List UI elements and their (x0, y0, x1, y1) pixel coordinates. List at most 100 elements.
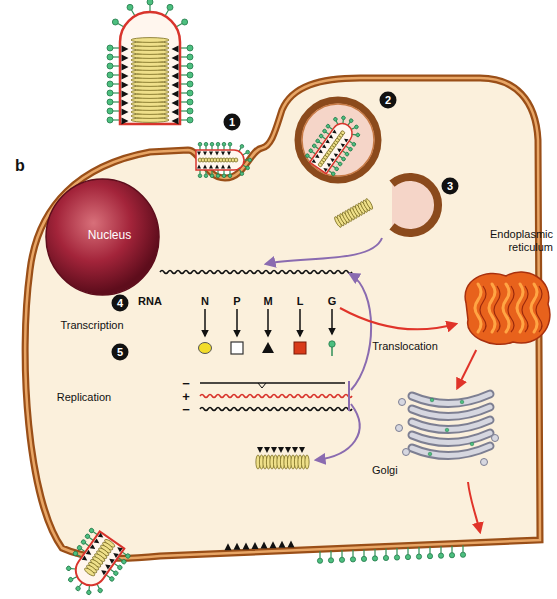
matrix-protein (326, 162, 332, 168)
matrix-protein (122, 82, 129, 89)
matrix-protein (271, 447, 277, 453)
nucleocapsid-coil (340, 130, 345, 135)
golgi-vesicle (481, 459, 488, 466)
callout-number: 3 (442, 178, 459, 195)
glycoprotein-head (361, 556, 366, 561)
matrix-protein (209, 165, 213, 169)
transcription-arrow (299, 309, 301, 336)
matrix-protein (243, 542, 250, 549)
er-fold-shade (480, 286, 486, 332)
matrix-protein (122, 73, 129, 80)
matrix-protein (234, 543, 241, 550)
glycoprotein-head (107, 63, 113, 69)
glycoprotein-head (187, 90, 193, 96)
matrix-protein (325, 139, 331, 145)
step-label: Transcription (60, 319, 123, 331)
glycoprotein-dot (430, 398, 434, 402)
glycoprotein-head (334, 166, 339, 171)
nucleocapsid-coil (131, 38, 169, 43)
glycoprotein-stem (407, 548, 408, 555)
glycoprotein-head (117, 564, 123, 570)
glycoprotein-head (187, 108, 193, 114)
nucleus-outline (46, 179, 159, 295)
glycoprotein-head (107, 90, 113, 96)
nucleocapsid-coil (234, 158, 238, 162)
glycoprotein-stem (341, 550, 342, 557)
glycoprotein-head (240, 172, 244, 176)
glycoprotein-stem (385, 548, 386, 555)
endosome (298, 100, 378, 180)
viral-envelope (120, 12, 180, 124)
glycoprotein-head (68, 577, 74, 583)
er-fold-shade (508, 286, 514, 332)
g-protein-stem (331, 347, 333, 356)
glycoprotein-head (204, 142, 208, 146)
matrix-protein (318, 149, 324, 155)
glycoprotein-head (344, 152, 349, 157)
glycoprotein-dot (445, 428, 449, 432)
matrix-protein (288, 540, 295, 547)
matrix-protein (261, 542, 268, 549)
matrix-protein (264, 447, 270, 453)
matrix-protein (270, 541, 277, 548)
glycoprotein-head (319, 133, 324, 138)
matrix-protein (122, 55, 129, 62)
glycoprotein-head (416, 554, 421, 559)
nucleocapsid-coil (365, 198, 374, 210)
golgi-cisterna-outline (412, 420, 490, 430)
glycoprotein-head (216, 174, 220, 178)
glycoprotein-stem (440, 546, 441, 553)
glycoprotein-stem (462, 545, 463, 552)
matrix-protein (122, 109, 129, 116)
glycoprotein-head (167, 4, 173, 10)
matrix-protein (197, 165, 201, 169)
golgi-cisterna-outline (412, 446, 490, 456)
cell-membrane-inner (25, 78, 540, 558)
budding-virion (57, 526, 132, 599)
golgi-cisterna (412, 394, 490, 404)
glycoprotein-head (315, 138, 320, 143)
glycoprotein-head (107, 81, 113, 87)
matrix-protein (329, 157, 335, 163)
glycoprotein-head (113, 570, 119, 576)
matrix-protein (221, 165, 225, 169)
callout-number: 4 (112, 295, 129, 312)
nucleocapsid-coil (84, 567, 96, 577)
golgi-vesicle (399, 399, 406, 406)
glycoprotein-stem (396, 548, 397, 555)
genome-label: RNA (138, 295, 162, 307)
matrix-protein (100, 568, 107, 575)
matrix-protein (122, 118, 129, 125)
glycoprotein-head (187, 54, 193, 60)
glycoprotein-stem (319, 551, 320, 558)
glycoprotein-head (198, 142, 202, 146)
m-protein-symbol (262, 342, 274, 353)
translocation-arrow (340, 308, 456, 329)
golgi-vesicle (492, 435, 499, 442)
glycoprotein-stem (451, 546, 452, 553)
matrix-protein (329, 134, 335, 140)
strand-sign: − (182, 377, 190, 390)
cell-membrane-outer (25, 78, 540, 558)
matrix-protein (108, 557, 115, 564)
glycoprotein-head (351, 142, 356, 147)
glycoprotein-head (348, 147, 353, 152)
matrix-protein (315, 154, 321, 160)
viral-envelope (310, 120, 356, 174)
glycoprotein-head (127, 4, 133, 10)
glycoprotein-head (125, 553, 131, 559)
matrix-protein (172, 73, 179, 80)
node-label: Golgi (372, 464, 398, 476)
glycoprotein-head (228, 142, 232, 146)
glycoprotein-head (228, 174, 232, 178)
nucleocapsid-coil (305, 455, 309, 469)
golgi-cisterna (412, 446, 490, 456)
glycoprotein-head (312, 143, 317, 148)
callout-number: 1 (224, 114, 241, 131)
matrix-protein (339, 142, 345, 148)
viral-envelope (70, 531, 124, 591)
matrix-protein (209, 152, 213, 156)
glycoprotein-head (305, 153, 310, 158)
matrix-protein (172, 91, 179, 98)
